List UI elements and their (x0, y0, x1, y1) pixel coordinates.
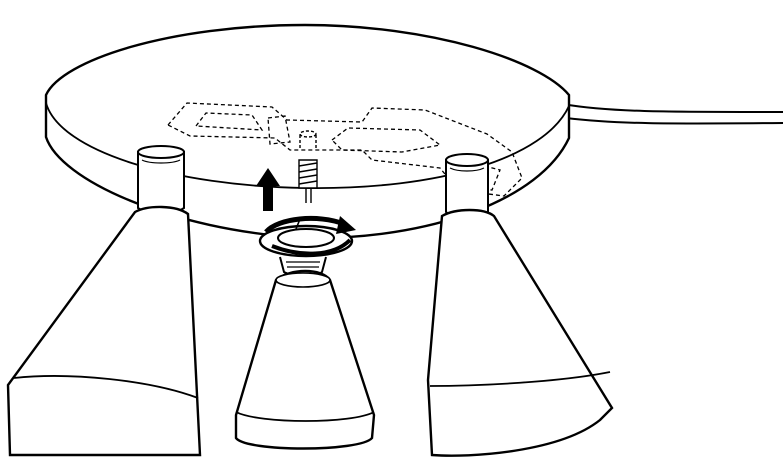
middle-spotlight (234, 269, 376, 450)
right-spotlight (426, 208, 614, 457)
power-cable (561, 103, 783, 125)
mounting-screw (298, 130, 318, 203)
left-spotlight-stem (137, 145, 185, 215)
arrow-up-icon (256, 168, 280, 211)
rotate-clockwise-icon (264, 215, 356, 256)
left-spotlight (6, 205, 202, 457)
right-spotlight-stem (445, 153, 489, 219)
